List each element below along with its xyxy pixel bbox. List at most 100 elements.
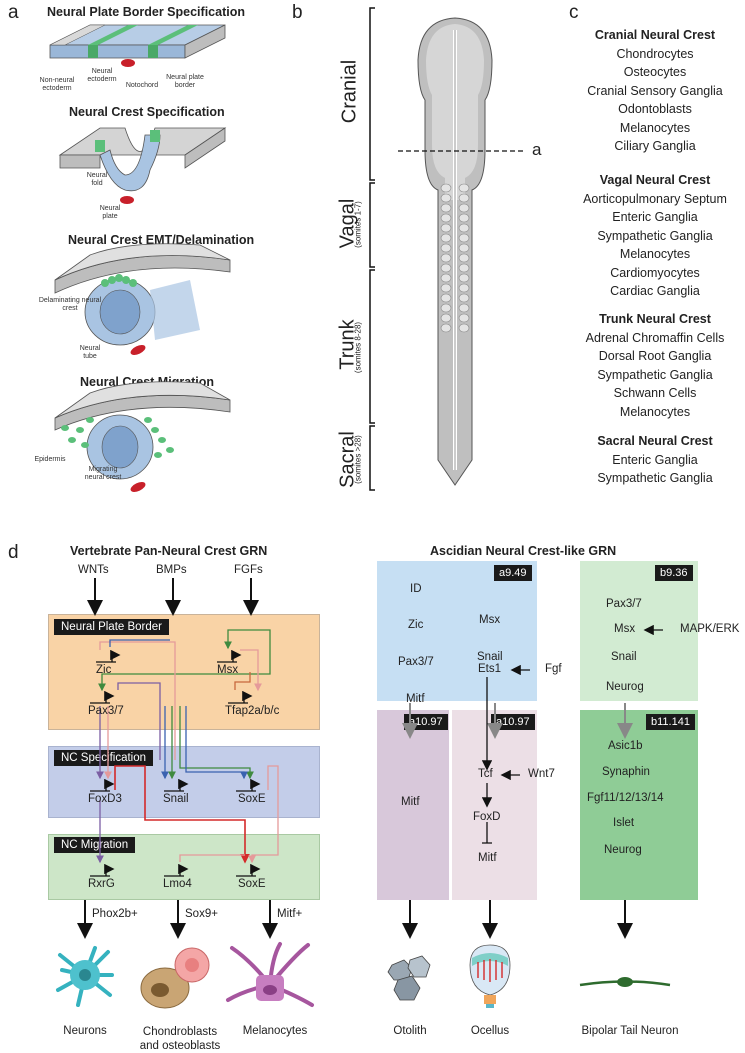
- cell-chondroblasts-label: Chondroblasts and osteoblasts: [139, 1026, 221, 1052]
- a949-gene-msx: Msx: [479, 614, 501, 626]
- list-item: Ciliary Ganglia: [614, 139, 696, 153]
- marker-mitf: Mitf+: [277, 908, 303, 920]
- gene-zic: Zic: [96, 664, 112, 676]
- label-neural-plate-border: Neural plate border: [166, 74, 204, 89]
- gene-snail: Snail: [163, 793, 189, 805]
- panel-b-label: b: [292, 2, 303, 23]
- gene-rxrg: RxrG: [88, 878, 115, 890]
- b11141-box: [580, 710, 698, 900]
- mig-header: NC Migration: [54, 837, 136, 853]
- input-wnt7: Wnt7: [528, 768, 555, 780]
- vagal-crest-list: Vagal Neural Crest Aorticopulmonary Sept…: [565, 171, 745, 301]
- list-item: Schwann Cells: [613, 386, 697, 400]
- list-item: Sympathetic Ganglia: [597, 228, 713, 243]
- spec-header: NC Specification: [54, 750, 154, 766]
- label-migrating-neural-crest: Migrating neural crest: [84, 466, 122, 481]
- a949-gene-pax37: Pax3/7: [398, 656, 434, 668]
- a949-gene-snail: Snail: [477, 651, 503, 663]
- b11141-gene-fgf: Fgf11/12/13/14: [587, 792, 664, 804]
- delamination-illustration: [54, 243, 231, 355]
- list-item: Melanocytes: [619, 247, 691, 261]
- b11141-gene-islet: Islet: [613, 817, 635, 829]
- a949-gene-id: ID: [410, 583, 422, 595]
- signal-bmps: BMPs: [156, 564, 187, 576]
- neuron-cell-illustration: [56, 946, 114, 1007]
- b936-gene-msx: Msx: [614, 623, 636, 635]
- cell-otolith: Otolith: [393, 1025, 427, 1037]
- cranial-crest-list: Cranial Neural Crest Chondrocytes Osteoc…: [565, 26, 745, 156]
- list-item: Cardiac Ganglia: [610, 284, 700, 298]
- b936-gene-neurog: Neurog: [606, 681, 644, 693]
- chondroblast-cell-illustration: [140, 947, 210, 1009]
- list-item: Enteric Ganglia: [612, 452, 698, 467]
- a949-gene-mitf: Mitf: [406, 693, 425, 705]
- list-item: Melanocytes: [619, 120, 691, 135]
- a1097-right-gene-foxd: FoxD: [473, 811, 501, 823]
- vertebrate-grn-title: Vertebrate Pan-Neural Crest GRN: [70, 544, 268, 558]
- label-neural-tube: Neural tube: [79, 345, 101, 360]
- label-delaminating-neural-crest: Delaminating neural crest: [38, 297, 102, 312]
- signal-fgfs: FGFs: [234, 564, 263, 576]
- cell-bipolar-tail-neuron: Bipolar Tail Neuron: [581, 1025, 679, 1037]
- sacral-crest-title: Sacral Neural Crest: [597, 434, 713, 448]
- b936-tag: b9.36: [655, 565, 693, 581]
- cell-ocellus: Ocellus: [470, 1025, 510, 1037]
- list-item: Osteocytes: [623, 65, 687, 79]
- trunk-crest-title: Trunk Neural Crest: [599, 312, 711, 326]
- label-notochord: Notochord: [125, 82, 159, 89]
- cell-neurons: Neurons: [63, 1025, 107, 1037]
- label-neural-fold: Neural fold: [86, 172, 108, 187]
- marker-phox2b: Phox2b+: [92, 908, 138, 920]
- embryo-illustration: [369, 7, 525, 491]
- sacral-crest-list: Sacral Neural Crest Enteric Ganglia Symp…: [565, 432, 745, 488]
- neural-plate-border-illustration: [49, 24, 226, 67]
- panel-d-label: d: [8, 542, 19, 563]
- panel-a-title-1: Neural Plate Border Specification: [47, 5, 245, 19]
- list-item: Odontoblasts: [618, 102, 692, 116]
- input-fgf: Fgf: [545, 663, 562, 675]
- a949-gene-zic: Zic: [408, 619, 424, 631]
- trunk-crest-list: Trunk Neural Crest Adrenal Chromaffin Ce…: [565, 310, 745, 421]
- gene-lmo4: Lmo4: [163, 878, 192, 890]
- b11141-gene-neurog: Neurog: [604, 844, 642, 856]
- list-item: Adrenal Chromaffin Cells: [585, 330, 725, 345]
- b936-box: [580, 561, 698, 701]
- label-epidermis: Epidermis: [34, 456, 66, 463]
- gene-soxe-mig: SoxE: [238, 878, 266, 890]
- gene-tfap2: Tfap2a/b/c: [225, 705, 280, 717]
- list-item: Chondrocytes: [616, 46, 694, 61]
- a949-gene-ets1: Ets1: [478, 663, 502, 675]
- melanocyte-cell-illustration: [226, 942, 314, 1007]
- a1097-right-gene-tcf: Tcf: [478, 768, 493, 780]
- bipolar-tail-neuron-illustration: [579, 977, 671, 987]
- marker-sox9: Sox9+: [185, 908, 218, 920]
- list-item: Aorticopulmonary Septum: [583, 191, 727, 206]
- a1097-left-gene-mitf: Mitf: [401, 796, 420, 808]
- npb-header: Neural Plate Border: [54, 619, 169, 635]
- label-neural-plate: Neural plate: [99, 205, 121, 220]
- list-item: Enteric Ganglia: [612, 210, 698, 224]
- b11141-gene-asic1b: Asic1b: [608, 740, 643, 752]
- a949-tag: a9.49: [494, 565, 532, 581]
- somites: [440, 183, 470, 333]
- b936-gene-pax37: Pax3/7: [606, 598, 642, 610]
- ascidian-grn-title: Ascidian Neural Crest-like GRN: [430, 544, 617, 558]
- a949-box: [377, 561, 537, 701]
- list-item: Dorsal Root Ganglia: [598, 349, 712, 363]
- b11141-tag: b11.141: [646, 714, 695, 730]
- list-item: Sympathetic Ganglia: [597, 471, 713, 485]
- a1097-right-box: [452, 710, 537, 900]
- list-item: Cardiomyocytes: [610, 265, 700, 280]
- gene-pax37: Pax3/7: [88, 705, 124, 717]
- cranial-crest-title: Cranial Neural Crest: [594, 28, 716, 42]
- gene-foxd3: FoxD3: [88, 793, 122, 805]
- list-item: Melanocytes: [619, 404, 691, 419]
- vagal-crest-title: Vagal Neural Crest: [599, 173, 711, 187]
- panel-a-label: a: [8, 2, 19, 23]
- input-mapk: MAPK/ERK: [680, 623, 740, 635]
- gene-soxe-spec: SoxE: [238, 793, 266, 805]
- b11141-gene-synaphin: Synaphin: [602, 766, 650, 778]
- label-non-neural-ectoderm: Non-neural ectoderm: [39, 77, 75, 92]
- a1097-left-box: [377, 710, 449, 900]
